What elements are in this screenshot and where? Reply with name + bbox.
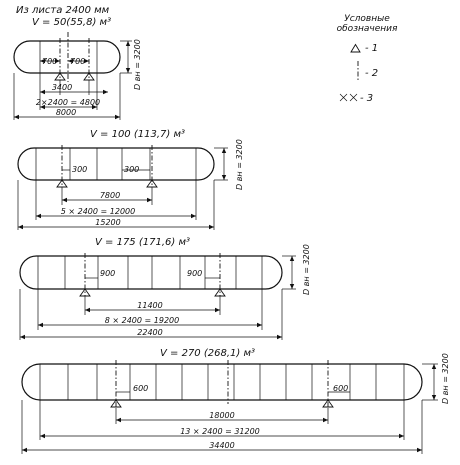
vessel-100-sheets: 5 × 2400 = 12000 <box>61 207 135 216</box>
vessel-100-support-span: 7800 <box>100 191 120 200</box>
vessel-50-support-gap-right: 700 <box>70 57 85 66</box>
vessel-100: V = 100 (113,7) м³ 300 300 D вн = 3200 7… <box>17 129 244 230</box>
legend-item-2: - 2 <box>365 68 378 79</box>
vessel-175-volume: V = 175 (171,6) м³ <box>95 237 190 248</box>
vessel-270-support-gap-left: 600 <box>133 384 148 393</box>
vessel-175-body <box>19 255 283 290</box>
vessel-175-support-span: 11400 <box>137 301 162 310</box>
legend-cross-icon <box>339 93 358 102</box>
vessel-50-body <box>13 40 121 74</box>
vessel-100-body <box>17 147 215 181</box>
vessel-50-length: 8000 <box>56 108 76 117</box>
vessel-270-support-right-icon <box>322 399 334 408</box>
vessel-50-diameter: D вн = 3200 <box>133 39 142 90</box>
legend-title-line1: Условные <box>344 14 390 24</box>
vessel-100-support-gap-left: 300 <box>72 165 87 174</box>
vessel-50-support-gap-left: 700 <box>42 57 57 66</box>
vessel-100-length: 15200 <box>95 218 120 227</box>
legend-title-line2: обозначения <box>337 24 398 34</box>
vessel-100-support-gap-right: 300 <box>124 165 139 174</box>
legend-item-1: - 1 <box>365 43 378 54</box>
vessel-50-support-span: 3400 <box>52 83 72 92</box>
vessel-175-sheets: 8 × 2400 = 19200 <box>105 316 179 325</box>
vessel-100-volume: V = 100 (113,7) м³ <box>90 129 185 140</box>
vessel-175-length: 22400 <box>137 328 162 337</box>
vessel-175-diameter: D вн = 3200 <box>302 244 311 295</box>
vessel-270-support-gap-right: 600 <box>333 384 348 393</box>
vessel-270-diameter: D вн = 3200 <box>441 353 450 404</box>
vessel-50-sheets: 2×2400 = 4800 <box>36 98 100 107</box>
vessel-50-volume: V = 50(55,8) м³ <box>32 17 111 28</box>
legend: Условные обозначения - 1 - 2 - 3 <box>337 14 398 104</box>
vessel-175-support-gap-right: 900 <box>187 269 202 278</box>
vessel-270-length: 34400 <box>209 441 234 450</box>
vessel-50: V = 50(55,8) м³ 700 700 D вн = 3200 3400… <box>13 17 142 120</box>
vessel-175-support-gap-left: 900 <box>100 269 115 278</box>
vessel-270-support-span: 18000 <box>209 411 234 420</box>
vessel-270: V = 270 (268,1) м³ 600 600 D вн = 3200 <box>21 348 450 454</box>
vessel-270-support-left-icon <box>110 399 122 408</box>
vessel-175: V = 175 (171,6) м³ 900 900 D вн = 3200 1… <box>19 237 311 340</box>
sheet-size-label: Из листа 2400 мм <box>16 5 110 16</box>
vessel-100-diameter: D вн = 3200 <box>235 139 244 190</box>
legend-item-3: - 3 <box>360 93 373 104</box>
vessel-270-volume: V = 270 (268,1) м³ <box>160 348 255 359</box>
vessel-270-body <box>21 363 423 401</box>
legend-support-triangle-icon <box>350 43 361 53</box>
vessel-270-sheets: 13 × 2400 = 31200 <box>180 427 260 436</box>
